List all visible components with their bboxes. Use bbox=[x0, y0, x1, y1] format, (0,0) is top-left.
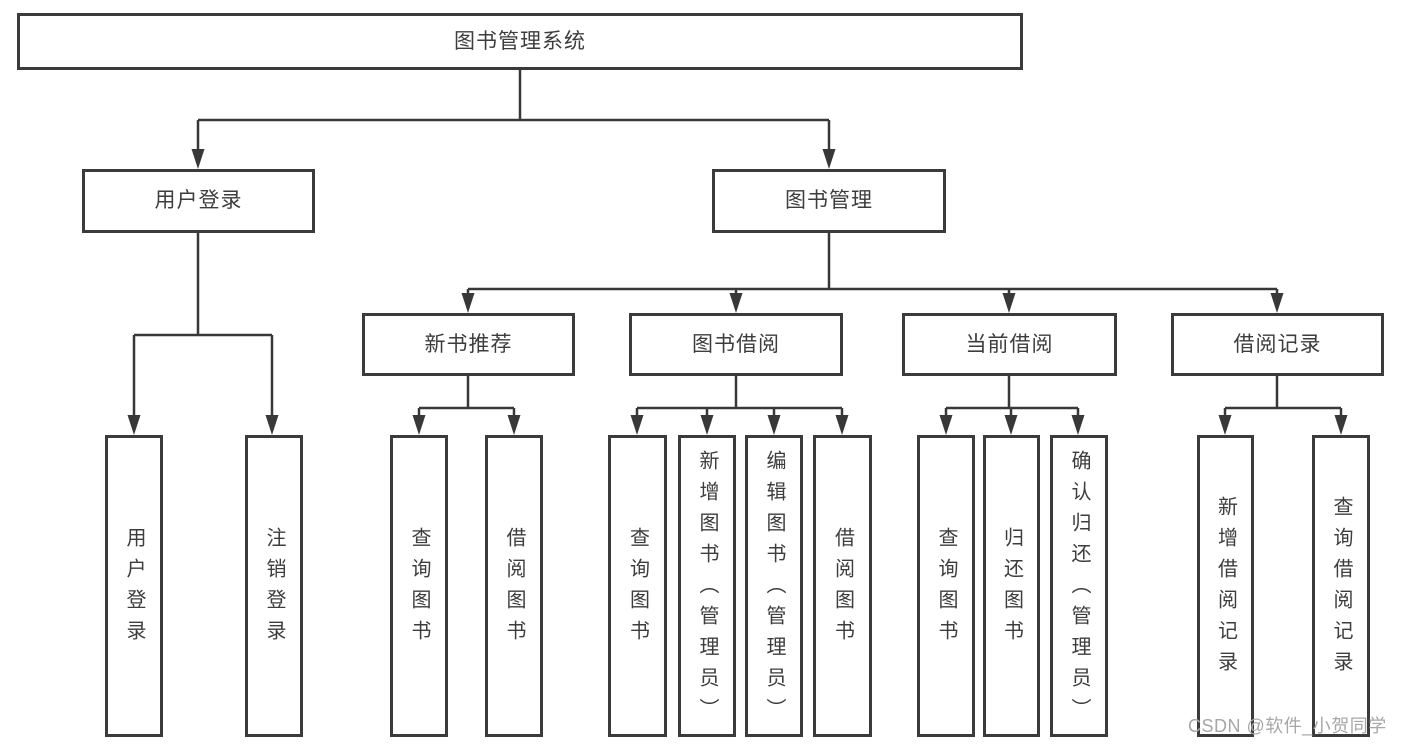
leaf-add-borrow-record: 新增借阅记录 bbox=[1197, 435, 1254, 737]
leaf-add-books-admin: 新增图书（管理员） bbox=[678, 435, 736, 737]
leaf-borrow-books-borrowing: 借阅图书 bbox=[813, 435, 872, 737]
node-book-management: 图书管理 bbox=[712, 169, 946, 233]
leaf-borrow-books-recommend: 借阅图书 bbox=[485, 435, 543, 737]
node-library-system: 图书管理系统 bbox=[17, 13, 1023, 70]
node-user-login: 用户登录 bbox=[82, 169, 315, 233]
node-current-borrowing: 当前借阅 bbox=[902, 313, 1117, 376]
leaf-user-login: 用户登录 bbox=[105, 435, 163, 737]
leaf-query-books-borrowing: 查询图书 bbox=[608, 435, 667, 737]
node-new-book-recommend: 新书推荐 bbox=[362, 313, 575, 376]
leaf-edit-books-admin: 编辑图书（管理员） bbox=[745, 435, 803, 737]
leaf-query-books-current: 查询图书 bbox=[917, 435, 975, 737]
leaf-query-books-recommend: 查询图书 bbox=[390, 435, 448, 737]
node-book-borrowing: 图书借阅 bbox=[629, 313, 843, 376]
leaf-query-borrow-record: 查询借阅记录 bbox=[1312, 435, 1370, 737]
leaf-return-books: 归还图书 bbox=[983, 435, 1040, 737]
leaf-confirm-return-admin: 确认归还（管理员） bbox=[1050, 435, 1108, 737]
leaf-logout: 注销登录 bbox=[245, 435, 303, 737]
arrowheads bbox=[127, 149, 1348, 435]
csdn-watermark: CSDN @软件_小贺同学 bbox=[1188, 716, 1387, 736]
node-borrowing-records: 借阅记录 bbox=[1171, 313, 1384, 376]
